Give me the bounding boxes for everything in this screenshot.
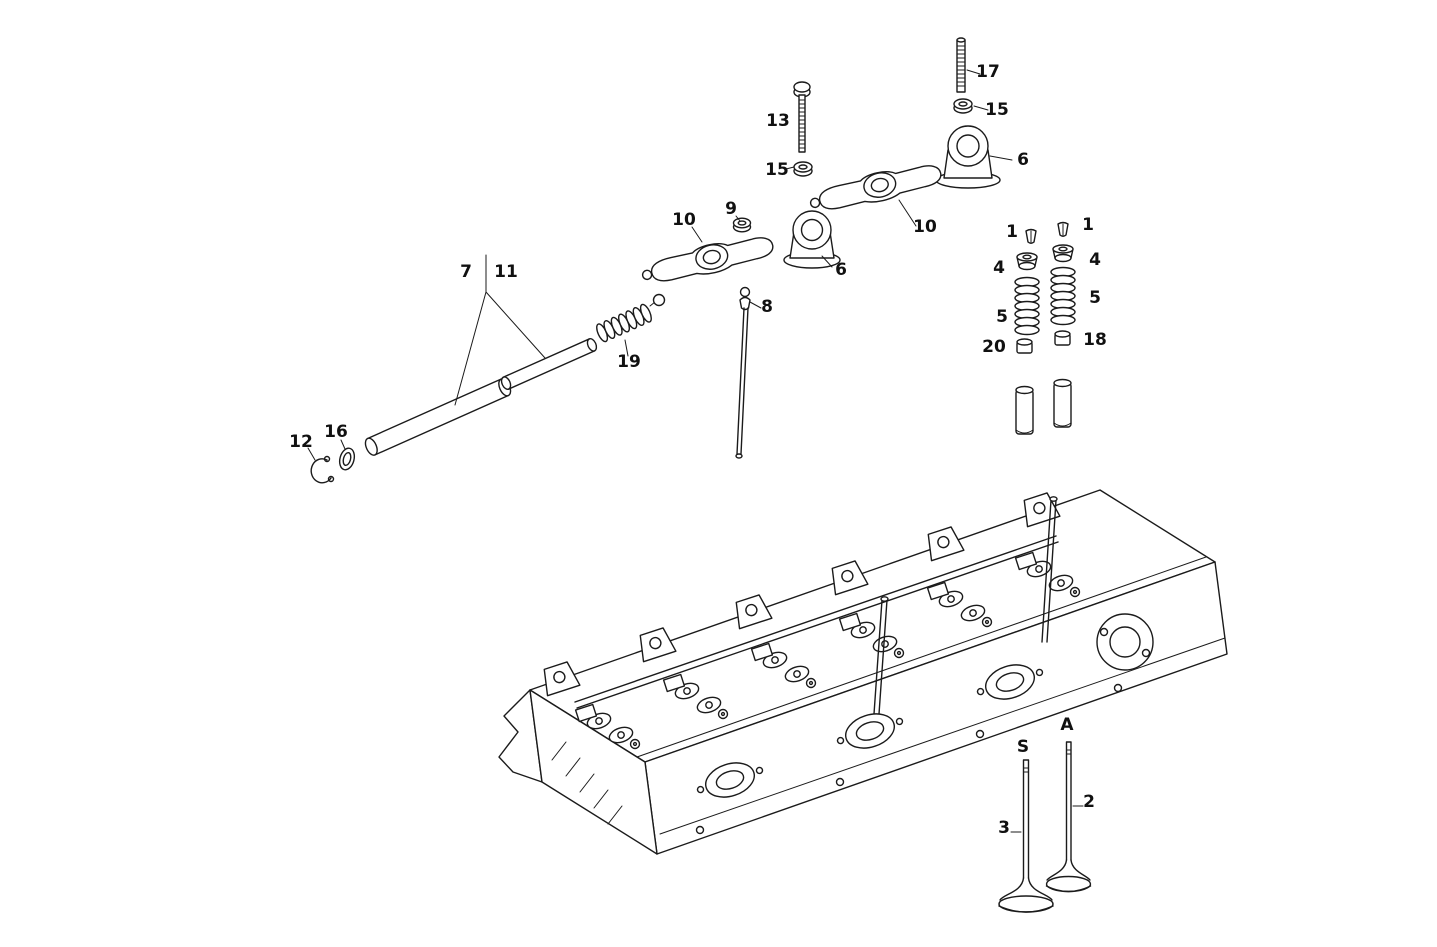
rocker-tower — [639, 627, 677, 663]
ball-end-tip — [649, 293, 666, 307]
callout-7: 7 — [460, 262, 472, 282]
callout-2: 2 — [1083, 792, 1095, 812]
bolt-part-13 — [793, 81, 811, 153]
stud-part-17 — [956, 37, 966, 93]
valve-collets-part-1-right — [1057, 221, 1069, 237]
installed-pushrod-right — [1041, 496, 1058, 643]
rocker-arm-part-10-right — [809, 165, 942, 210]
valve-collets-part-1-left — [1025, 228, 1037, 244]
washer-part-16 — [338, 447, 356, 471]
valve-seal-part-18 — [1054, 330, 1071, 346]
valve-part-3 — [998, 759, 1054, 913]
callout-17: 17 — [976, 62, 1000, 82]
valve-spring-part-5-right — [1050, 266, 1076, 326]
callout-13: 13 — [766, 111, 790, 131]
rocker-support-part-6-right — [935, 125, 1001, 189]
callout-16: 16 — [324, 422, 348, 442]
pushrod-part-8 — [735, 286, 751, 459]
rocker-tower — [927, 526, 965, 562]
leader-lines — [307, 69, 1084, 833]
callout-11: 11 — [494, 262, 518, 282]
head-outlet-flange — [1096, 613, 1154, 671]
nut-part-15-lower — [793, 161, 813, 177]
installed-pushrod-middle — [873, 596, 889, 715]
callout-3: 3 — [998, 818, 1010, 838]
diagram-line-art — [307, 37, 1228, 913]
callout-4-right: 4 — [1089, 250, 1101, 270]
callout-4-left: 4 — [993, 258, 1005, 278]
valve-seal-part-20 — [1016, 338, 1033, 354]
callout-1-right: 1 — [1082, 215, 1094, 235]
callout-5-right: 5 — [1089, 288, 1101, 308]
spring-part-19 — [596, 303, 652, 343]
callout-8: 8 — [761, 297, 773, 317]
valve-guide-left — [1015, 385, 1034, 435]
rocker-tower — [735, 594, 773, 630]
intake-port — [696, 762, 764, 798]
callout-6-right: 6 — [1017, 150, 1029, 170]
valve-station — [926, 581, 993, 628]
valve-station — [662, 673, 729, 720]
valve-part-2 — [1045, 741, 1092, 893]
rocker-shaft — [574, 535, 1059, 709]
intake-port — [976, 664, 1044, 700]
callout-5-left: 5 — [996, 307, 1008, 327]
callout-15-upper: 15 — [985, 100, 1009, 120]
pushrod-tube-part-11 — [364, 378, 512, 456]
valve-station — [1014, 551, 1081, 598]
valve-station — [574, 703, 641, 750]
callout-20: 20 — [982, 337, 1006, 357]
nut-part-9 — [732, 217, 752, 233]
callout-18: 18 — [1083, 330, 1107, 350]
valve-spring-part-5-left — [1014, 276, 1040, 336]
callout-10-left: 10 — [672, 210, 696, 230]
rocker-arm-part-10-left — [641, 237, 774, 282]
callout-19: 19 — [617, 352, 641, 372]
callout-1-left: 1 — [1006, 222, 1018, 242]
callout-15-lower: 15 — [765, 160, 789, 180]
valve-marker-a: A — [1060, 715, 1074, 735]
valve-station — [750, 642, 817, 689]
callout-10-right: 10 — [913, 217, 937, 237]
rocker-tower — [831, 560, 869, 596]
spring-retainer-part-4-right — [1052, 244, 1074, 263]
circlip-part-12 — [310, 455, 335, 484]
valve-marker-s: S — [1017, 737, 1029, 757]
valve-guide-right — [1053, 378, 1072, 428]
pushrod-tube-part-7 — [500, 338, 598, 390]
callout-6-left: 6 — [835, 260, 847, 280]
cylinder-head — [498, 489, 1228, 855]
rocker-support-part-6-left — [783, 210, 841, 269]
callout-labels: 17 15 6 13 15 10 9 10 6 8 1 4 5 20 1 4 5… — [289, 62, 1107, 838]
nut-part-15-upper — [953, 98, 973, 114]
callout-12: 12 — [289, 432, 313, 452]
intake-port — [836, 713, 904, 749]
rocker-tower — [543, 661, 581, 697]
callout-9: 9 — [725, 199, 737, 219]
spring-retainer-part-4-left — [1016, 252, 1038, 271]
